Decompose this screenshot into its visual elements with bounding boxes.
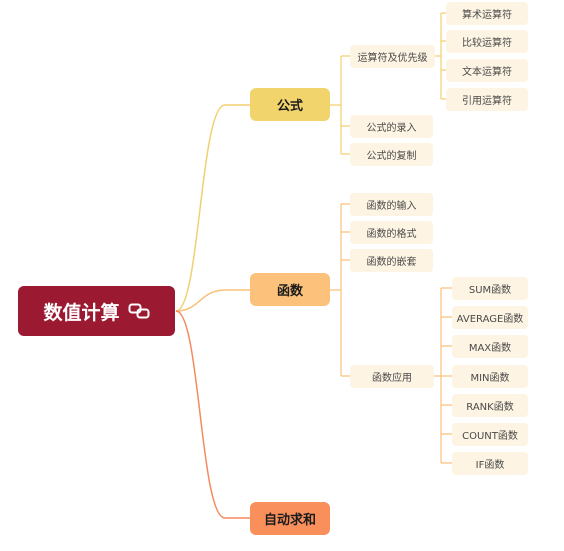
node-label: 函数的输入: [366, 201, 417, 212]
node-label: 公式的录入: [366, 123, 417, 134]
node-label: AVERAGE函数: [456, 314, 524, 325]
node-function-input[interactable]: 函数的输入: [350, 193, 433, 216]
node-label: 算术运算符: [462, 10, 512, 21]
node-label: 公式的复制: [366, 151, 417, 162]
node-label: 函数应用: [372, 373, 412, 384]
branch-label: 函数: [276, 284, 303, 299]
node-function-nesting[interactable]: 函数的嵌套: [350, 249, 433, 272]
connector-root-function: [175, 289, 250, 312]
connector-root-formula: [175, 104, 250, 312]
root-node[interactable]: 数值计算: [18, 286, 175, 336]
connector-formula-children: [330, 55, 350, 155]
node-label: 文本运算符: [462, 67, 512, 78]
node-function-format[interactable]: 函数的格式: [350, 221, 433, 244]
node-label: 函数的格式: [366, 229, 417, 240]
node-sum-function[interactable]: SUM函数: [452, 277, 528, 300]
node-formula-copy[interactable]: 公式的复制: [350, 143, 433, 166]
connector-function-apply-children: [434, 287, 452, 464]
branch-label: 公式: [276, 99, 303, 114]
connector-root-autosum: [175, 310, 250, 519]
node-label: MAX函数: [468, 343, 512, 354]
node-rank-function[interactable]: RANK函数: [452, 394, 528, 417]
node-arithmetic-operator[interactable]: 算术运算符: [446, 2, 528, 25]
node-count-function[interactable]: COUNT函数: [452, 423, 528, 446]
node-formula-entry[interactable]: 公式的录入: [350, 115, 433, 138]
branch-label: 自动求和: [263, 513, 316, 528]
node-label: 比较运算符: [462, 38, 512, 49]
node-label: RANK函数: [466, 402, 514, 413]
root-label: 数值计算: [43, 301, 120, 324]
node-label: 函数的嵌套: [366, 257, 417, 268]
node-label: SUM函数: [468, 285, 512, 296]
node-max-function[interactable]: MAX函数: [452, 335, 528, 358]
node-label: MIN函数: [470, 373, 510, 384]
node-label: IF函数: [475, 460, 505, 471]
branch-formula[interactable]: 公式: [250, 88, 330, 121]
node-label: 引用运算符: [462, 96, 512, 107]
node-label: 运算符及优先级: [357, 53, 428, 64]
link-icon[interactable]: [128, 303, 150, 319]
node-text-operator[interactable]: 文本运算符: [446, 59, 528, 82]
node-operators-priority[interactable]: 运算符及优先级: [350, 45, 435, 68]
node-if-function[interactable]: IF函数: [452, 452, 528, 475]
branch-autosum[interactable]: 自动求和: [250, 502, 330, 535]
node-function-application[interactable]: 函数应用: [350, 365, 434, 388]
node-comparison-operator[interactable]: 比较运算符: [446, 30, 528, 53]
node-label: COUNT函数: [462, 431, 518, 442]
connector-operator-children: [435, 12, 446, 100]
node-average-function[interactable]: AVERAGE函数: [452, 306, 528, 329]
node-min-function[interactable]: MIN函数: [452, 365, 528, 388]
connector-function-children: [330, 203, 350, 377]
branch-function[interactable]: 函数: [250, 273, 330, 306]
node-reference-operator[interactable]: 引用运算符: [446, 88, 528, 111]
